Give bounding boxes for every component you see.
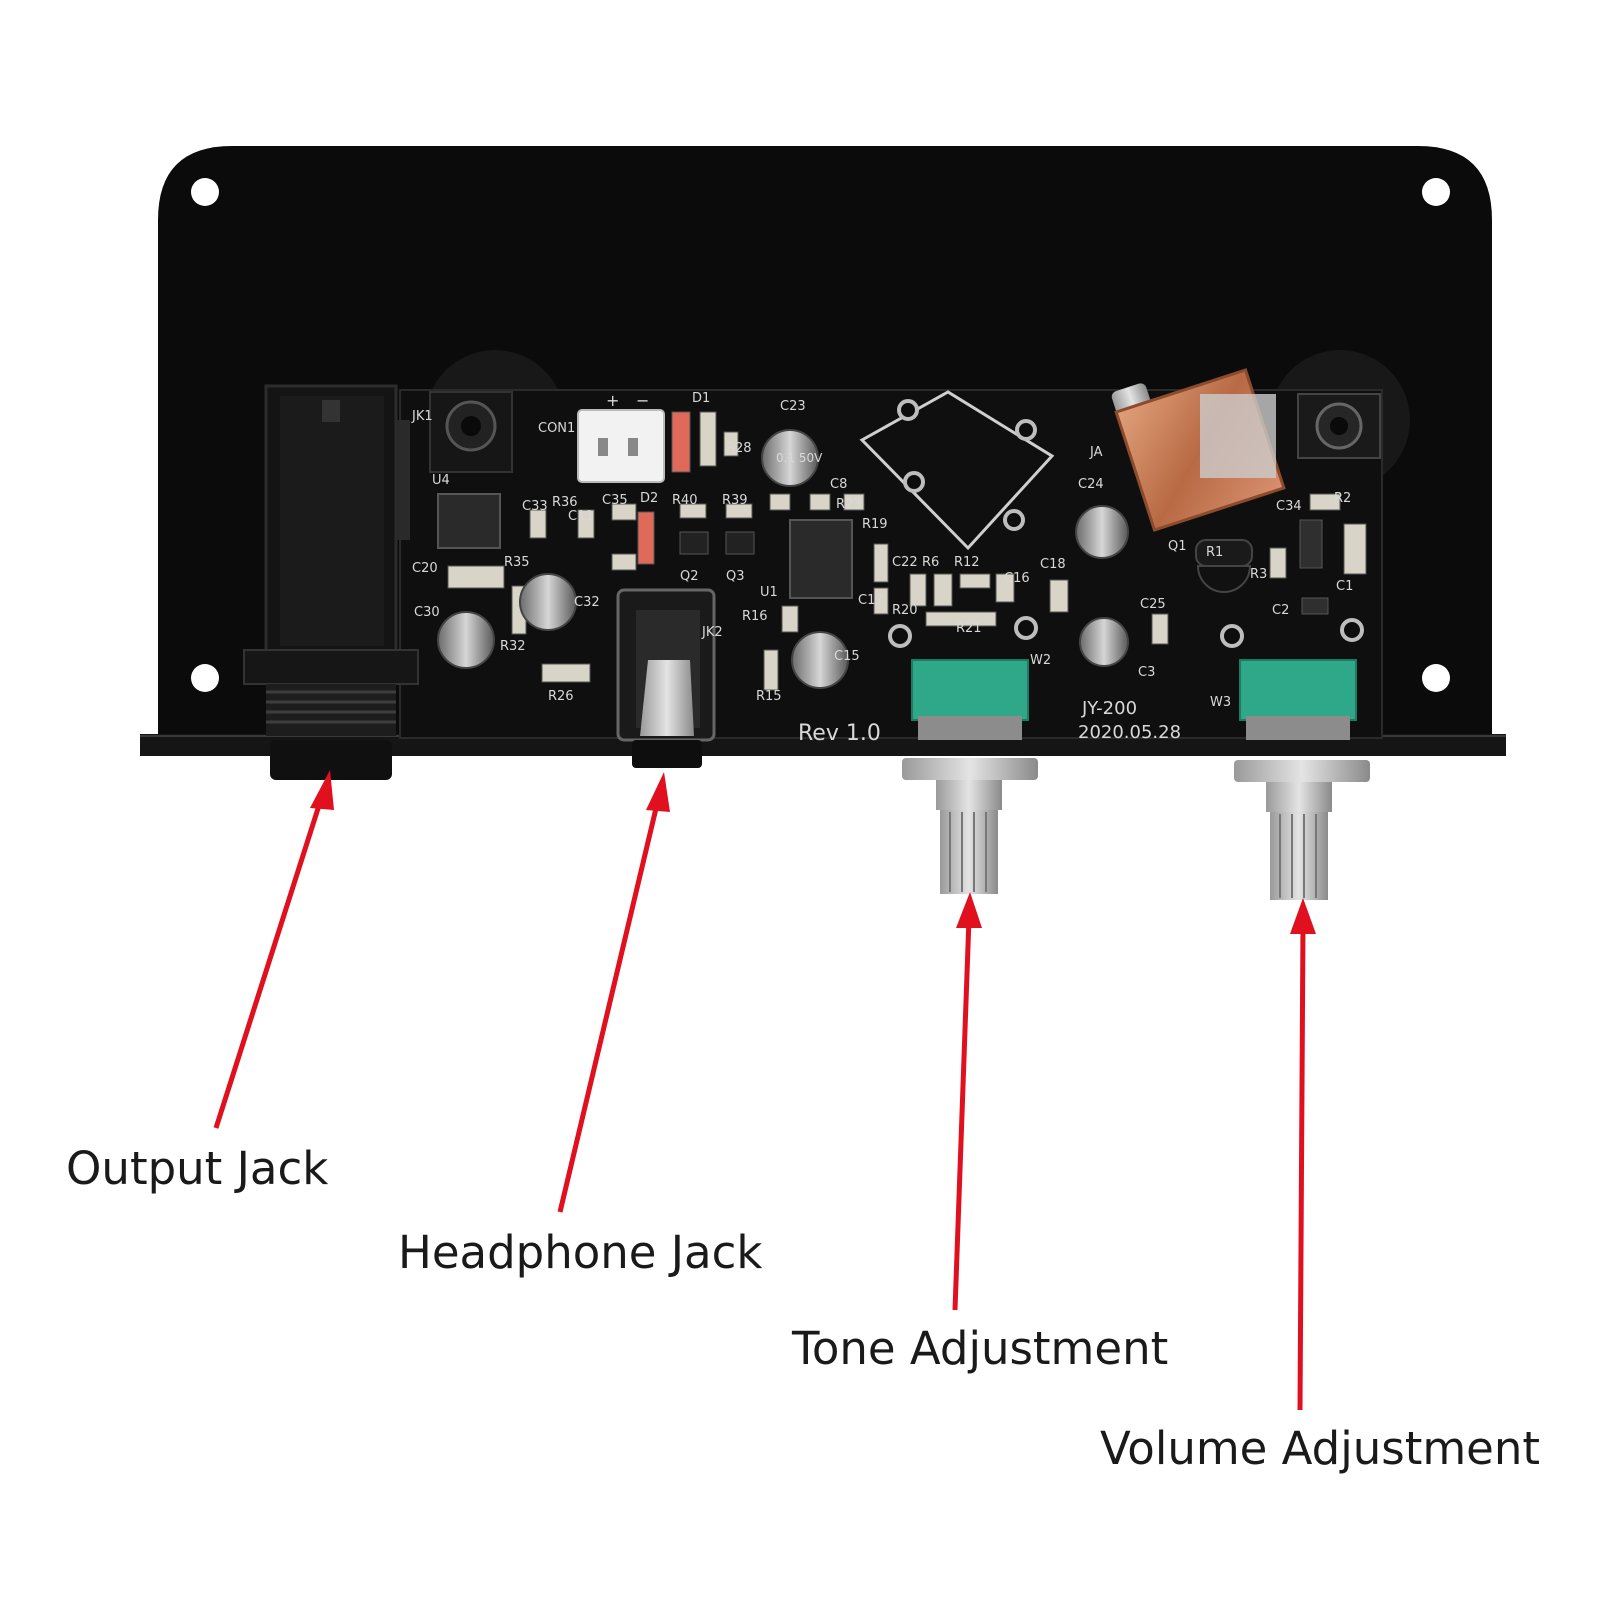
pcb-ref-r19: R19: [862, 517, 888, 532]
pcb-ref-c2: C2: [1272, 603, 1289, 618]
arrow-volume-adjustment: [1297, 923, 1306, 1411]
svg-text:+: +: [606, 391, 619, 410]
diode-d2: [637, 511, 655, 565]
pcb-ref-c24: C24: [1078, 477, 1104, 492]
pcb-ref-d1: D1: [692, 391, 710, 406]
pcb-model-label: JY-200: [1081, 698, 1137, 719]
pcb-ref-c20: C20: [412, 561, 438, 576]
mounting-hole: [191, 178, 219, 206]
pcb-ref-r15: R15: [756, 689, 782, 704]
pcb-ref-c1: C1: [1336, 579, 1353, 594]
standoff-screw: [1297, 393, 1381, 459]
pcb-ref-r26: R26: [548, 689, 574, 704]
pcb-ref-r20: R20: [892, 603, 918, 618]
pcb-ref-q2: Q2: [680, 569, 699, 584]
callout-headphone-jack: Headphone Jack: [398, 1226, 763, 1279]
pcb-ref-c15: C15: [834, 649, 860, 664]
svg-text:−: −: [636, 391, 649, 410]
pcb-ref-r1: R1: [1206, 545, 1223, 560]
capacitor-c23: 0.1 50V: [761, 429, 823, 487]
pcb-ref-r40: R40: [672, 493, 698, 508]
pcb-date-label: 2020.05.28: [1078, 722, 1181, 743]
faceplate-bottom-flange: [140, 734, 1506, 756]
pcb-ref-c3: C3: [1138, 665, 1155, 680]
pcb-ref-u4: U4: [432, 473, 450, 488]
pcb-ref-c17: C17: [858, 593, 884, 608]
pcb-ref-r23: R23: [836, 497, 862, 512]
pcb-ref-jk1: JK1: [411, 409, 433, 424]
pcb-ref-w2: W2: [1030, 653, 1051, 668]
pcb-ref-c32: C32: [574, 595, 600, 610]
pcb-ref-r16: R16: [742, 609, 768, 624]
pcb-ref-r32: R32: [500, 639, 526, 654]
pcb-ref-c18: C18: [1040, 557, 1066, 572]
pcb-ref-c35: C35: [602, 493, 628, 508]
mounting-hole: [1422, 178, 1450, 206]
pcb-ref-w3: W3: [1210, 695, 1231, 710]
shielded-mini-jack: [1111, 368, 1286, 532]
cap-c23-label: 0.1 50V: [776, 451, 823, 465]
pcb-ref-q1: Q1: [1168, 539, 1187, 554]
pcb-ref-c33: C33: [522, 499, 548, 514]
pcb-ref-ja: JA: [1089, 445, 1103, 460]
pcb-ref-d2: D2: [640, 491, 658, 506]
pcb-ref-r6: R6: [922, 555, 939, 570]
pcb-ref-c22: C22: [892, 555, 918, 570]
pcb-ref-c16: C16: [1004, 571, 1030, 586]
pcb-ref-u1: U1: [760, 585, 778, 600]
arrow-tone-adjustment: [952, 917, 972, 1311]
arrow-headphone-jack: [557, 799, 661, 1213]
mounting-hole: [1422, 664, 1450, 692]
capacitor: [1079, 617, 1129, 667]
pcb-ref-r39: R39: [722, 493, 748, 508]
headphone-jack: [616, 588, 716, 768]
pcb-ref-c30: C30: [414, 605, 440, 620]
pcb-ref-r2: R2: [1334, 491, 1351, 506]
capacitor: [437, 611, 495, 669]
pcb-ref-con1: CON1: [538, 421, 575, 436]
pcb-ref-r36: R36: [552, 495, 578, 510]
pcb-revision-label: Rev 1.0: [798, 721, 881, 746]
pcb-ref-r3: R3: [1250, 567, 1267, 582]
arrow-output-jack: [213, 795, 325, 1129]
pcb-ref-c25: C25: [1140, 597, 1166, 612]
output-jack: [243, 384, 419, 780]
mounting-hole: [191, 664, 219, 692]
transistor-q1: [1196, 565, 1252, 593]
diode-d1: [671, 411, 691, 473]
pcb-ref-r28: R28: [726, 441, 752, 456]
connector-con1: + −: [577, 391, 665, 483]
capacitor: [519, 573, 577, 631]
callout-tone-adjustment: Tone Adjustment: [792, 1322, 1169, 1375]
pcb-ref-jk2: JK2: [701, 625, 723, 640]
smd-components: [447, 411, 1367, 691]
arrow-headphone-jack-head: [646, 772, 670, 812]
callout-volume-adjustment: Volume Adjustment: [1100, 1422, 1541, 1475]
chip-u1: [789, 519, 853, 599]
volume-potentiometer: [1234, 659, 1370, 900]
pcb-ref-r21: R21: [956, 621, 982, 636]
chip-u4: [437, 493, 501, 549]
footprint-outline: [859, 390, 1055, 551]
tone-potentiometer: [902, 659, 1038, 894]
jack-jk1: [429, 391, 513, 473]
callout-arrows: [213, 770, 1316, 1411]
pcb-ref-r12: R12: [954, 555, 980, 570]
pcb-ref-q3: Q3: [726, 569, 745, 584]
pcb-ref-c23: C23: [780, 399, 806, 414]
arrow-output-jack-head: [310, 770, 334, 810]
capacitor: [1075, 505, 1129, 559]
pcb-ref-c8: C8: [830, 477, 847, 492]
pcb-ref-c34: C34: [1276, 499, 1302, 514]
arrow-tone-adjustment-head: [956, 892, 982, 928]
pcb-ref-c11: C11: [568, 509, 594, 524]
arrow-volume-adjustment-head: [1290, 898, 1316, 934]
pcb-ref-r35: R35: [504, 555, 530, 570]
callout-output-jack: Output Jack: [66, 1142, 329, 1195]
capacitor: [791, 631, 849, 689]
